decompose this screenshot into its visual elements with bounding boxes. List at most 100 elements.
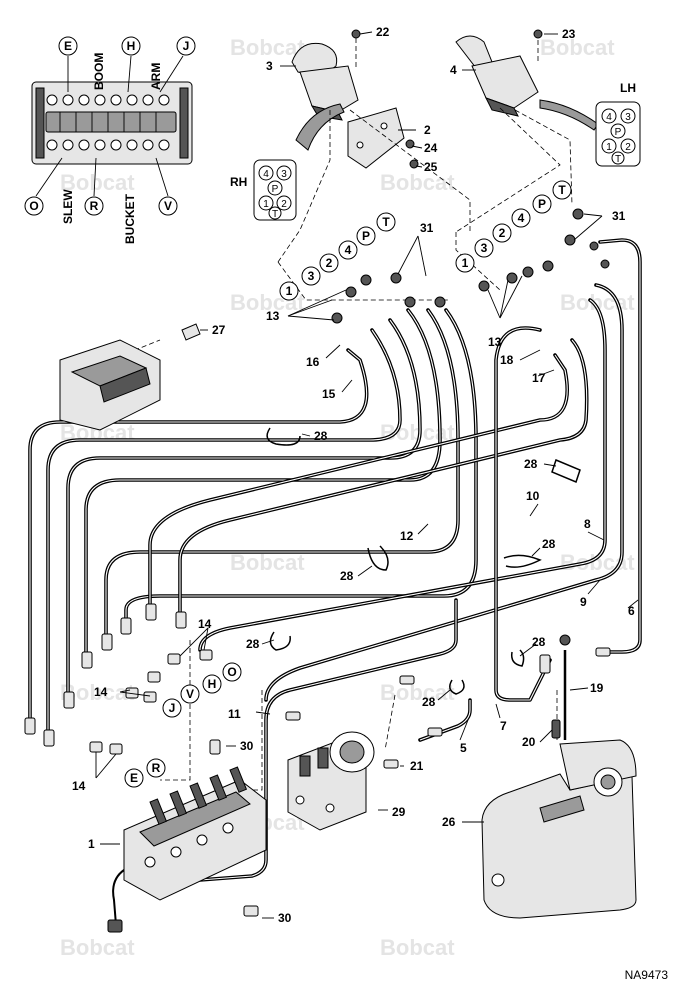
callout-8: 8 <box>584 517 591 531</box>
lh-hose-circles: 1 3 2 4 P T <box>455 180 572 273</box>
valve-port-label: R <box>90 199 99 213</box>
callout-11: 11 <box>228 707 241 721</box>
lh-port-label: 2 <box>625 142 631 153</box>
lh-port-label: P <box>615 127 622 138</box>
arm-label: ARM <box>149 63 163 90</box>
watermark: Bobcat <box>230 550 305 575</box>
valve-port-v <box>158 196 178 216</box>
lh-joystick-base <box>471 55 539 109</box>
rh-port-label: 4 <box>263 169 269 180</box>
valve-port-label: J <box>183 39 190 53</box>
valve-end-cap <box>179 87 189 159</box>
hose-circle-label: T <box>558 183 566 197</box>
rh-port-label: 2 <box>281 199 287 210</box>
callout-9: 9 <box>580 595 587 609</box>
rh-title: RH <box>230 175 247 189</box>
valve-port-label: H <box>127 39 136 53</box>
callout-14: 14 <box>198 617 212 631</box>
hose-circle-label: 4 <box>518 211 525 225</box>
lh-joystick-grip <box>455 35 493 69</box>
hose-circle-label: 1 <box>462 256 469 270</box>
valve-port-h <box>121 36 141 56</box>
callout-30: 30 <box>278 911 292 925</box>
callout-19: 19 <box>590 681 604 695</box>
callout-16: 16 <box>306 355 320 369</box>
watermark: Bobcat <box>380 680 455 705</box>
lh-port-label: 4 <box>606 112 612 123</box>
callout-6: 6 <box>628 604 635 618</box>
port-circle-label: H <box>208 677 217 691</box>
hose-end-fittings <box>24 603 611 755</box>
hose-circle-label: T <box>382 215 390 229</box>
valve-port-label: O <box>29 199 38 213</box>
fitting-20 <box>551 719 561 739</box>
hydraulic-tank <box>481 719 637 919</box>
lh-harness <box>539 99 599 131</box>
control-valve-detail: E H J BOOM ARM O R V SLEW BUCKET <box>24 36 196 244</box>
port-circle-label: E <box>130 771 138 785</box>
hose-circle-label: 3 <box>481 241 488 255</box>
valve-port-r <box>84 196 104 216</box>
lh-port-label: 3 <box>625 112 631 123</box>
valve-port-e <box>58 36 78 56</box>
port-circle-label: O <box>227 665 236 679</box>
callout-10: 10 <box>526 489 540 503</box>
main-control-valve <box>107 739 267 933</box>
hose-circle-label: 2 <box>499 226 506 240</box>
callout-14: 14 <box>72 779 86 793</box>
pilot-valve <box>287 731 399 831</box>
rh-port-map: RH 4 3 P 1 2 T <box>230 159 297 221</box>
lh-port-label: T <box>615 154 621 165</box>
valve-port-label: V <box>164 199 172 213</box>
lh-port-label: 1 <box>606 142 612 153</box>
valve-end-cap <box>35 87 45 159</box>
watermark: Bobcat <box>380 170 455 195</box>
watermark: Bobcat <box>60 935 135 960</box>
rh-harness <box>295 103 345 151</box>
valve-connector <box>107 919 123 933</box>
boom-label: BOOM <box>92 53 106 90</box>
rh-joystick-base <box>299 65 359 113</box>
rh-port-label: 3 <box>281 169 287 180</box>
rh-port-label: T <box>272 209 278 220</box>
hose-circle-label: P <box>538 197 546 211</box>
hose-circle-label: 1 <box>286 284 293 298</box>
rh-port-label: P <box>272 184 279 195</box>
slew-label: SLEW <box>61 189 75 224</box>
leader-lines <box>95 31 639 919</box>
callout-28: 28 <box>542 537 556 551</box>
callout-31: 31 <box>420 221 434 235</box>
callout-22: 22 <box>376 25 390 39</box>
fitting-30 <box>243 905 259 917</box>
watermark: Bobcat <box>60 170 135 195</box>
callout-31: 31 <box>612 209 626 223</box>
lh-port-map: LH 4 3 P 1 2 T <box>595 81 641 167</box>
callout-13: 13 <box>266 309 280 323</box>
callout-25: 25 <box>424 160 438 174</box>
drawing-code: NA9473 <box>624 968 668 982</box>
hoses <box>28 238 642 882</box>
valve-port-j <box>176 36 196 56</box>
watermark: Bobcat <box>380 935 455 960</box>
watermark: Bobcat <box>560 550 635 575</box>
callout-28: 28 <box>524 457 538 471</box>
watermark: Bobcat <box>540 35 615 60</box>
rh-port-label: 1 <box>263 199 269 210</box>
callout-29: 29 <box>392 805 406 819</box>
callout-4: 4 <box>450 63 457 77</box>
callout-5: 5 <box>460 741 467 755</box>
callout-27: 27 <box>212 323 226 337</box>
lh-title: LH <box>620 81 636 95</box>
hose-circle-label: 4 <box>345 243 352 257</box>
callout-17: 17 <box>532 371 546 385</box>
callout-26: 26 <box>442 815 456 829</box>
valve-port-o <box>24 196 44 216</box>
lower-port-circles: O H V J E R <box>124 662 242 788</box>
callout-18: 18 <box>500 353 514 367</box>
callout-14: 14 <box>94 685 108 699</box>
fitting-21 <box>383 759 399 769</box>
callout-1: 1 <box>88 837 95 851</box>
callout-28: 28 <box>422 695 436 709</box>
valve-sections <box>45 94 177 151</box>
